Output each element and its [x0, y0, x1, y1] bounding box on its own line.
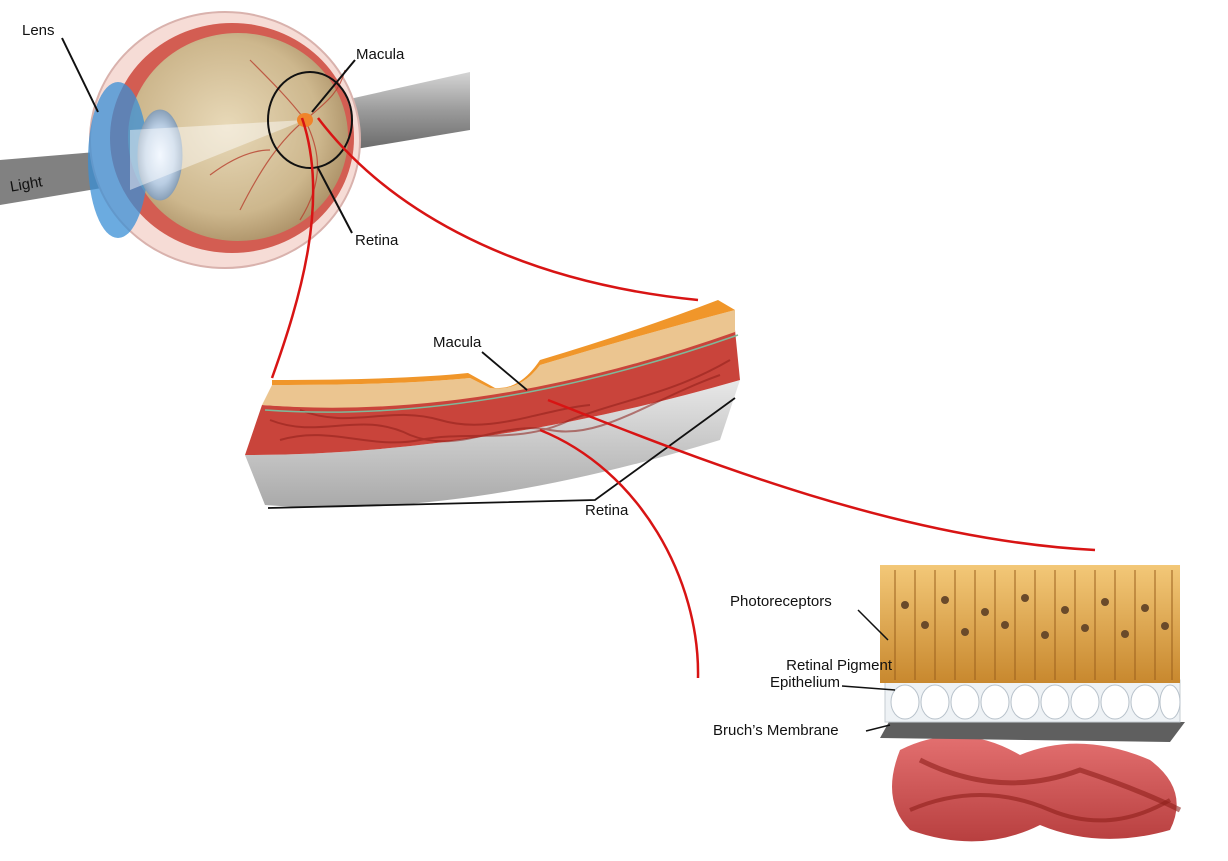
lens-label: Lens — [22, 22, 55, 39]
retina-eye-label: Retina — [355, 232, 398, 249]
retina-section-illustration — [245, 300, 740, 507]
choroid-capillaries — [892, 736, 1180, 841]
cell-layers-illustration — [880, 565, 1185, 841]
rpe-label-line2: Epithelium — [736, 674, 892, 691]
macula-eye-label: Macula — [356, 46, 404, 63]
bruchs-membrane-plate — [880, 720, 1185, 742]
macula-section-leader — [482, 352, 527, 390]
bruchs-membrane-label: Bruch’s Membrane — [713, 722, 839, 739]
rpe-label: Retinal Pigment Epithelium — [736, 657, 892, 692]
photoreceptors-label: Photoreceptors — [730, 593, 832, 610]
optic-nerve — [345, 72, 470, 150]
rpe-label-line1: Retinal Pigment — [736, 657, 892, 674]
lens-leader — [62, 38, 98, 112]
retina-section-label: Retina — [585, 502, 628, 519]
macula-section-label: Macula — [433, 334, 481, 351]
rpe-cells — [891, 685, 1180, 719]
